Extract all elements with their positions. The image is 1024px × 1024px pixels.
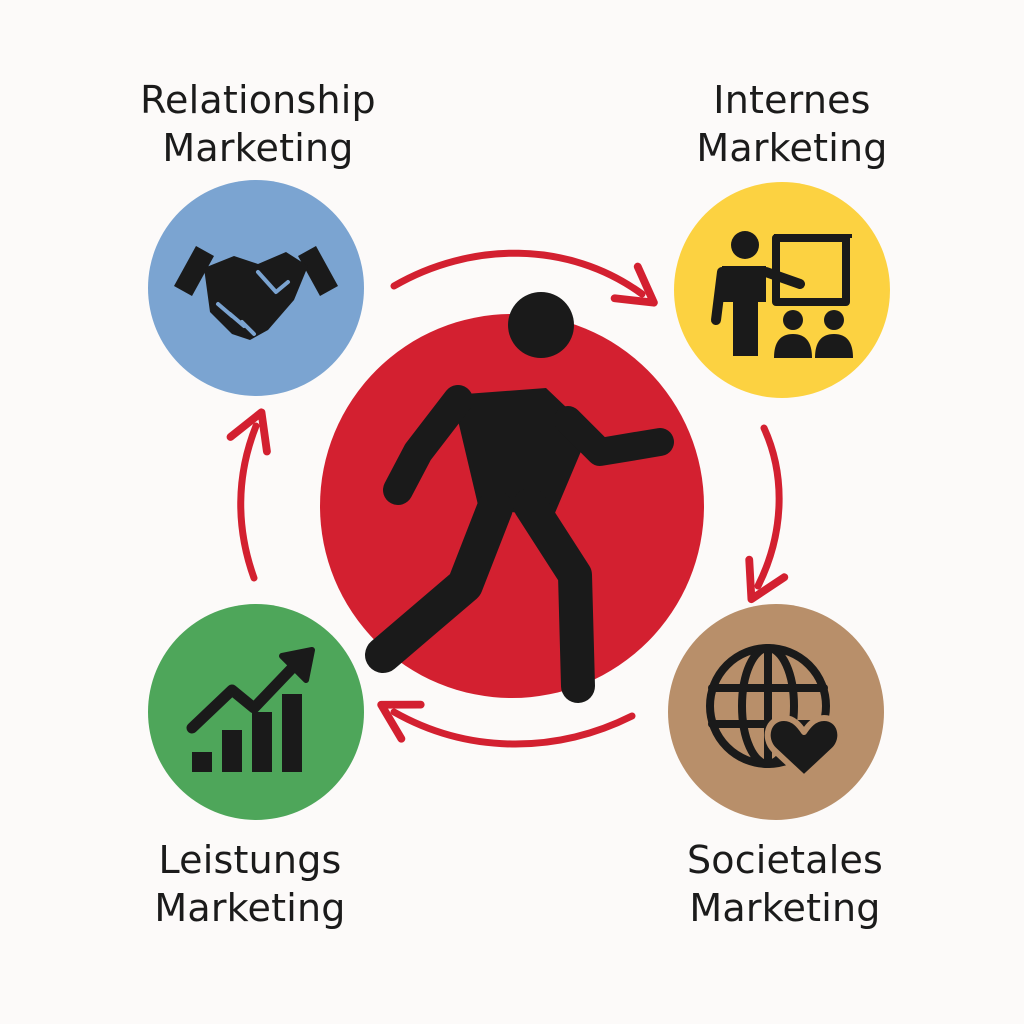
cycle-arrows: [226, 249, 789, 748]
societales-label-line1: Societales: [686, 838, 884, 882]
internes-marketing-label: Internes Marketing: [652, 76, 932, 172]
societales-node: [668, 604, 884, 820]
societales-circle: [668, 604, 884, 820]
globe-heart-icon: [706, 644, 844, 781]
societales-label-line2: Marketing: [689, 886, 881, 930]
center-node: [320, 292, 704, 703]
relationship-marketing-label: Relationship Marketing: [118, 76, 398, 172]
internes-label-line1: Internes: [713, 78, 871, 122]
arrow-leistungs-to-relationship: [226, 408, 271, 582]
leistungs-marketing-label: Leistungs Marketing: [110, 836, 390, 932]
leistungs-node: [148, 604, 364, 820]
internes-label-line2: Marketing: [696, 126, 888, 170]
relationship-label-line1: Relationship: [140, 78, 376, 122]
arrow-internes-to-societales: [745, 424, 789, 604]
arrow-societales-to-leistungs: [377, 700, 636, 748]
relationship-node: [148, 180, 364, 396]
handshake-icon: [174, 246, 338, 340]
internes-circle: [674, 182, 890, 398]
internes-node: [674, 182, 890, 398]
leistungs-label-line1: Leistungs: [158, 838, 342, 882]
presenter-icon: [711, 231, 853, 358]
leistungs-label-line2: Marketing: [154, 886, 346, 930]
societales-marketing-label: Societales Marketing: [640, 836, 930, 932]
relationship-label-line2: Marketing: [162, 126, 354, 170]
arrow-relationship-to-internes: [390, 249, 658, 307]
running-person-icon: [365, 292, 674, 703]
growth-chart-icon: [186, 647, 315, 772]
